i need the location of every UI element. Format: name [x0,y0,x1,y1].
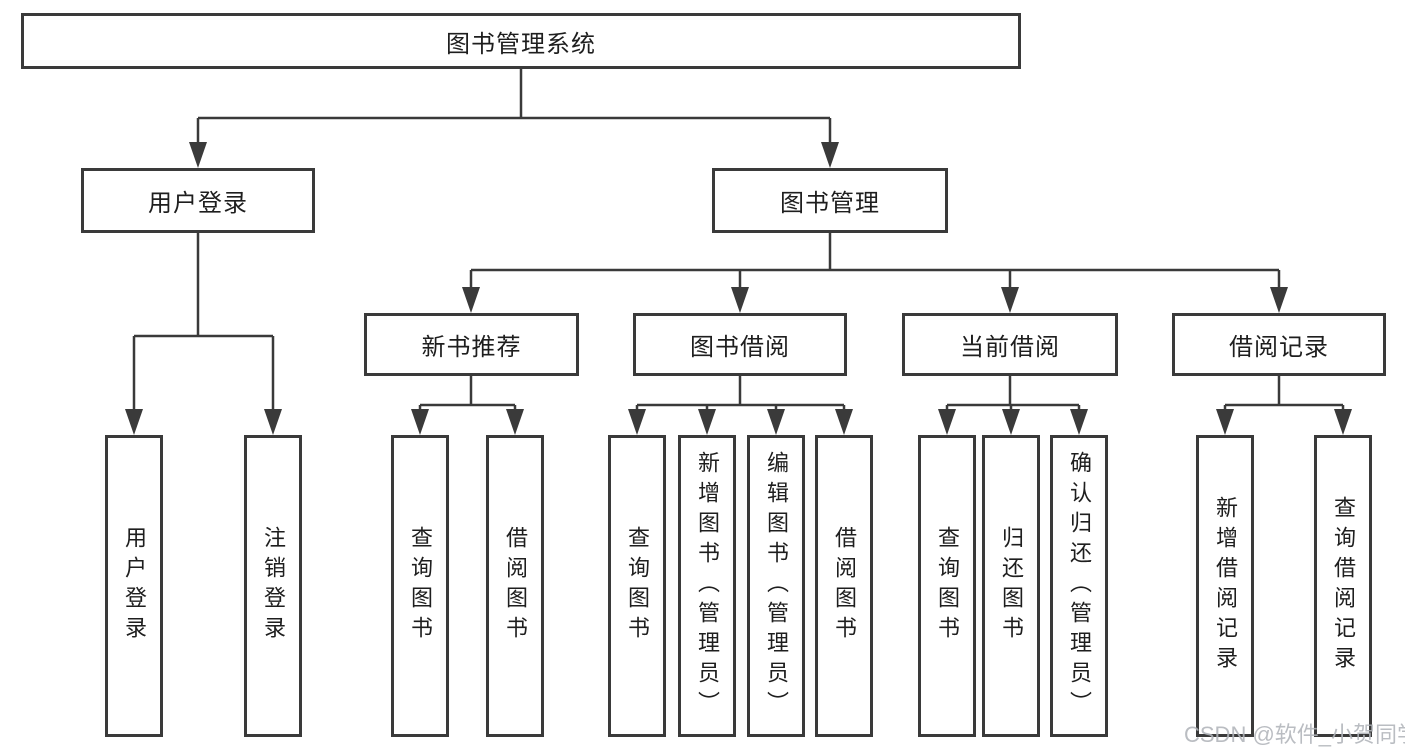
leaf-logout: 注销登录 [244,435,302,737]
leaf-edit-books-admin: 编辑图书（管理员） [747,435,805,737]
leaf-user-login: 用户登录 [105,435,163,737]
leaf-borrow-books-recommend: 借阅图书 [486,435,544,737]
node-label: 用户登录 [148,190,248,217]
leaf-label: 借阅图书 [832,526,857,646]
node-label: 新书推荐 [421,334,522,361]
leaf-query-books-recommend: 查询图书 [391,435,449,737]
watermark: CSDN @软件_小贺同学 [1184,722,1405,747]
leaf-confirm-return-admin: 确认归还（管理员） [1050,435,1108,737]
leaf-label: 注销登录 [261,526,286,646]
node-label: 图书管理 [780,190,880,217]
leaf-label: 编辑图书（管理员） [764,451,789,721]
leaf-query-books-borrow: 查询图书 [608,435,666,737]
node-new-book-recommendation: 新书推荐 [364,313,579,376]
leaf-add-books-admin: 新增图书（管理员） [678,435,736,737]
node-label: 当前借阅 [960,334,1060,361]
node-borrowing-records: 借阅记录 [1172,313,1386,376]
leaf-query-borrow-record: 查询借阅记录 [1314,435,1372,737]
leaf-label: 确认归还（管理员） [1067,451,1092,721]
leaf-label: 查询图书 [935,526,960,646]
node-label: 图书管理系统 [446,30,596,58]
node-library-management-system: 图书管理系统 [21,13,1021,69]
leaf-label: 用户登录 [122,526,147,646]
leaf-label: 借阅图书 [503,526,528,646]
leaf-add-borrow-record: 新增借阅记录 [1196,435,1254,737]
leaf-label: 查询图书 [625,526,650,646]
leaf-label: 查询借阅记录 [1331,496,1356,676]
node-user-login: 用户登录 [81,168,315,233]
leaf-label: 新增图书（管理员） [695,451,720,721]
leaf-label: 归还图书 [999,526,1024,646]
leaf-query-books-current: 查询图书 [918,435,976,737]
leaf-return-books: 归还图书 [982,435,1040,737]
node-book-management: 图书管理 [712,168,948,233]
leaf-label: 查询图书 [408,526,433,646]
leaf-borrow-books: 借阅图书 [815,435,873,737]
leaf-label: 新增借阅记录 [1213,496,1238,676]
node-label: 图书借阅 [690,334,790,361]
node-current-borrowing: 当前借阅 [902,313,1118,376]
node-label: 借阅记录 [1229,334,1329,361]
node-book-borrowing: 图书借阅 [633,313,847,376]
